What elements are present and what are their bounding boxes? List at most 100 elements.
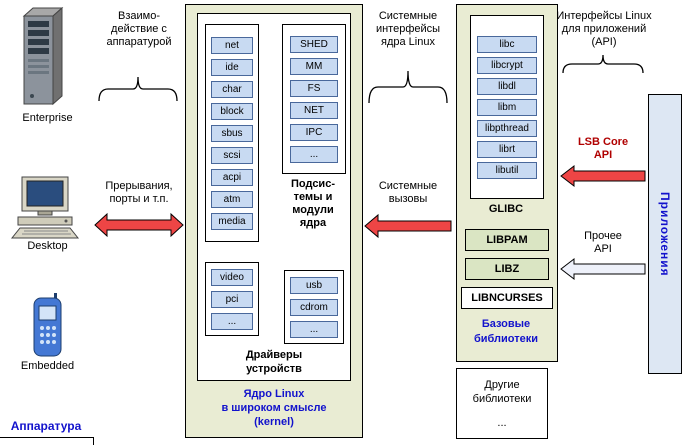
other-libraries-box: Другие библиотеки ... [456,368,548,439]
kernel-module-box: net [211,36,253,54]
syscalls-label: Системные вызовы [362,180,454,206]
glibc-lib-box: librt [477,140,537,158]
glibc-lib-box: libc [477,35,537,53]
kernel-subsystem-box: IPC [290,123,338,141]
text-line: ядра [299,217,327,229]
interrupts-label: Прерывания, порты и т.п. [92,180,186,206]
text-line: Базовые [481,318,531,330]
drivers-label: Драйверы устройств [198,348,350,376]
mobile-phone-icon [26,292,70,361]
applications-box: Приложения [648,94,682,374]
kernel-module-box: atm [211,190,253,208]
text-line: Ядро Linux [243,388,305,400]
kernel-subsystem-box: ... [290,145,338,163]
text-line: порты и т.п. [109,193,169,205]
driver-box: usb [290,276,338,294]
kernel-module-box: acpi [211,168,253,186]
text-line: Драйверы [245,349,303,361]
hardware-item-label: Embedded [20,360,75,372]
text-line: устройств [246,363,302,375]
text-line: API [593,149,613,161]
glibc-lib-box: libdl [477,77,537,95]
text-line: Системные [378,10,438,22]
kernel-subsystem-box: NET [290,101,338,119]
text-line: LSB Core [577,136,629,148]
brace [562,54,644,74]
libraries-title: Базовые библиотеки [457,317,555,347]
text-line: в широком смысле [221,402,327,414]
text-line: модули [292,204,334,216]
text-line: Прочее [584,230,622,242]
driver-box: pci [211,290,253,308]
text-line: (API) [591,36,617,48]
brace [98,76,178,102]
kernel-box: net ide char block sbus scsi acpi atm me… [185,4,363,438]
glibc-lib-box: libpthread [477,119,537,137]
applications-title: Приложения [658,191,672,277]
text-line: библиотеки [472,393,532,405]
desktop-icon [10,176,82,243]
text-line: вызовы [388,193,428,205]
glibc-stack: libc libcrypt libdl libm libpthread libr… [470,15,544,199]
kernel-subsystem-box: FS [290,79,338,97]
driver-box: ... [290,320,338,338]
api-caption: Интерфейсы Linux для приложений (API) [556,10,652,49]
kernel-subsystems-group: SHED MM FS NET IPC ... [282,24,346,174]
driver-box: ... [211,312,253,330]
kernel-module-box: block [211,102,253,120]
glibc-lib-box: libcrypt [477,56,537,74]
other-api-label: Прочее API [558,230,648,256]
glibc-label: GLIBC [488,203,524,215]
other-api-arrow-icon [560,257,646,281]
drivers-right-group: usb cdrom ... [284,270,344,344]
glibc-lib-box: libm [477,98,537,116]
kernel-devices-group: net ide char block sbus scsi acpi atm me… [205,24,259,242]
ellipsis: ... [497,417,507,429]
text-line: API [594,243,612,255]
text-line: Подсис- [291,178,335,190]
hardware-divider-tick [93,437,94,445]
text-line: интерфейсы [375,23,441,35]
kernel-module-box: media [211,212,253,230]
kernel-title: Ядро Linux в широком смысле (kernel) [186,387,362,429]
text-line: Другие [484,379,520,391]
kernel-module-box: sbus [211,124,253,142]
hardware-divider-line [0,437,93,438]
text-line: (kernel) [254,416,294,428]
text-line: Системные [378,180,438,192]
hw-interface-caption: Взаимо- действие с аппаратурой [95,10,183,49]
server-icon [20,6,66,113]
kernel-inner-panel: net ide char block sbus scsi acpi atm me… [197,13,351,381]
kernel-subsystem-box: MM [290,57,338,75]
text-line: действие с [111,23,167,35]
driver-box: video [211,268,253,286]
kernel-interface-caption: Системные интерфейсы ядра Linux [362,10,454,49]
text-line: Взаимо- [118,10,160,22]
kernel-module-box: ide [211,58,253,76]
text-line: библиотеки [473,333,539,345]
libpam-box: LIBPAM [465,229,549,251]
left-arrow-icon [364,213,452,239]
double-arrow-icon [94,212,184,238]
kernel-module-box: scsi [211,146,253,164]
kernel-subsystem-box: SHED [290,35,338,53]
kernel-module-box: char [211,80,253,98]
text-line: ядра Linux [381,36,435,48]
subsystems-label: Подсис- темы и модули ядра [276,178,350,230]
hardware-item-label: Desktop [27,240,68,252]
libz-box: LIBZ [465,258,549,280]
lsb-core-api-label: LSB Core API [558,136,648,162]
driver-box: cdrom [290,298,338,316]
brace [368,70,448,104]
hardware-column-title: Аппаратура [10,419,82,433]
drivers-left-group: video pci ... [205,262,259,336]
text-line: аппаратурой [106,36,172,48]
text-line: темы и [293,191,333,203]
libncurses-box: LIBNCURSES [461,287,553,309]
text-line: Прерывания, [105,180,173,192]
text-line: для приложений [561,23,647,35]
lsb-arrow-icon [560,164,646,188]
text-line: Интерфейсы Linux [556,10,652,22]
glibc-lib-box: libutil [477,161,537,179]
